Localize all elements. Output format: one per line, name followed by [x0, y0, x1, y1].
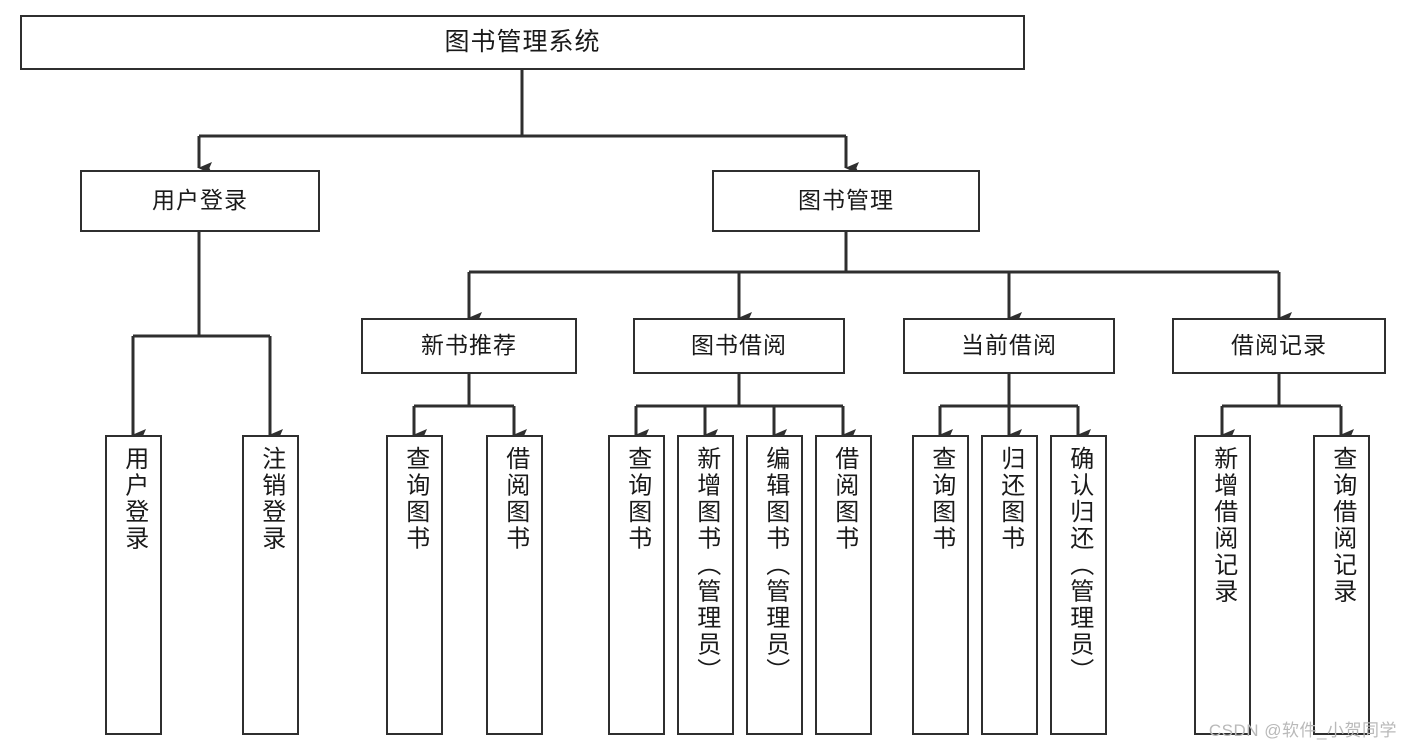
node-leaf-user-login-label: 用户登录: [120, 446, 148, 552]
node-leaf-query-record[interactable]: 查询借阅记录: [1313, 435, 1370, 735]
node-leaf-query-book-3[interactable]: 查询图书: [912, 435, 969, 735]
node-leaf-query-book-2-label: 查询图书: [623, 446, 651, 552]
node-leaf-add-book[interactable]: 新增图书（管理员）: [677, 435, 734, 735]
node-new-book-rec-label: 新书推荐: [421, 332, 517, 359]
node-leaf-user-login[interactable]: 用户登录: [105, 435, 162, 735]
node-current-borrow[interactable]: 当前借阅: [903, 318, 1115, 374]
node-leaf-return-book[interactable]: 归还图书: [981, 435, 1038, 735]
node-leaf-borrow-book-2[interactable]: 借阅图书: [815, 435, 872, 735]
node-leaf-add-book-label: 新增图书（管理员）: [692, 446, 720, 685]
node-leaf-borrow-book-2-label: 借阅图书: [830, 446, 858, 552]
node-leaf-logout[interactable]: 注销登录: [242, 435, 299, 735]
watermark: CSDN @软件_小贺同学: [1208, 721, 1397, 740]
node-leaf-return-book-label: 归还图书: [996, 446, 1024, 552]
node-book-borrow[interactable]: 图书借阅: [633, 318, 845, 374]
node-leaf-query-book-3-label: 查询图书: [927, 446, 955, 552]
node-book-borrow-label: 图书借阅: [691, 332, 787, 359]
node-borrow-record[interactable]: 借阅记录: [1172, 318, 1386, 374]
node-leaf-borrow-book-1-label: 借阅图书: [501, 446, 529, 552]
node-current-borrow-label: 当前借阅: [961, 332, 1057, 359]
node-leaf-query-book-2[interactable]: 查询图书: [608, 435, 665, 735]
node-borrow-record-label: 借阅记录: [1231, 332, 1327, 359]
node-leaf-query-record-label: 查询借阅记录: [1328, 446, 1356, 605]
node-leaf-borrow-book-1[interactable]: 借阅图书: [486, 435, 543, 735]
node-leaf-edit-book[interactable]: 编辑图书（管理员）: [746, 435, 803, 735]
node-leaf-confirm-return-label: 确认归还（管理员）: [1065, 446, 1093, 685]
node-leaf-logout-label: 注销登录: [257, 446, 285, 552]
node-book-manage-label: 图书管理: [798, 187, 894, 214]
node-book-manage[interactable]: 图书管理: [712, 170, 980, 232]
node-user-login[interactable]: 用户登录: [80, 170, 320, 232]
node-leaf-confirm-return[interactable]: 确认归还（管理员）: [1050, 435, 1107, 735]
node-user-login-label: 用户登录: [152, 187, 248, 214]
node-leaf-add-record[interactable]: 新增借阅记录: [1194, 435, 1251, 735]
node-leaf-add-record-label: 新增借阅记录: [1209, 446, 1237, 605]
node-root-label: 图书管理系统: [444, 27, 601, 56]
node-new-book-rec[interactable]: 新书推荐: [361, 318, 577, 374]
node-leaf-query-book-1[interactable]: 查询图书: [386, 435, 443, 735]
node-leaf-edit-book-label: 编辑图书（管理员）: [761, 446, 789, 685]
node-root[interactable]: 图书管理系统: [20, 15, 1025, 70]
node-leaf-query-book-1-label: 查询图书: [401, 446, 429, 552]
